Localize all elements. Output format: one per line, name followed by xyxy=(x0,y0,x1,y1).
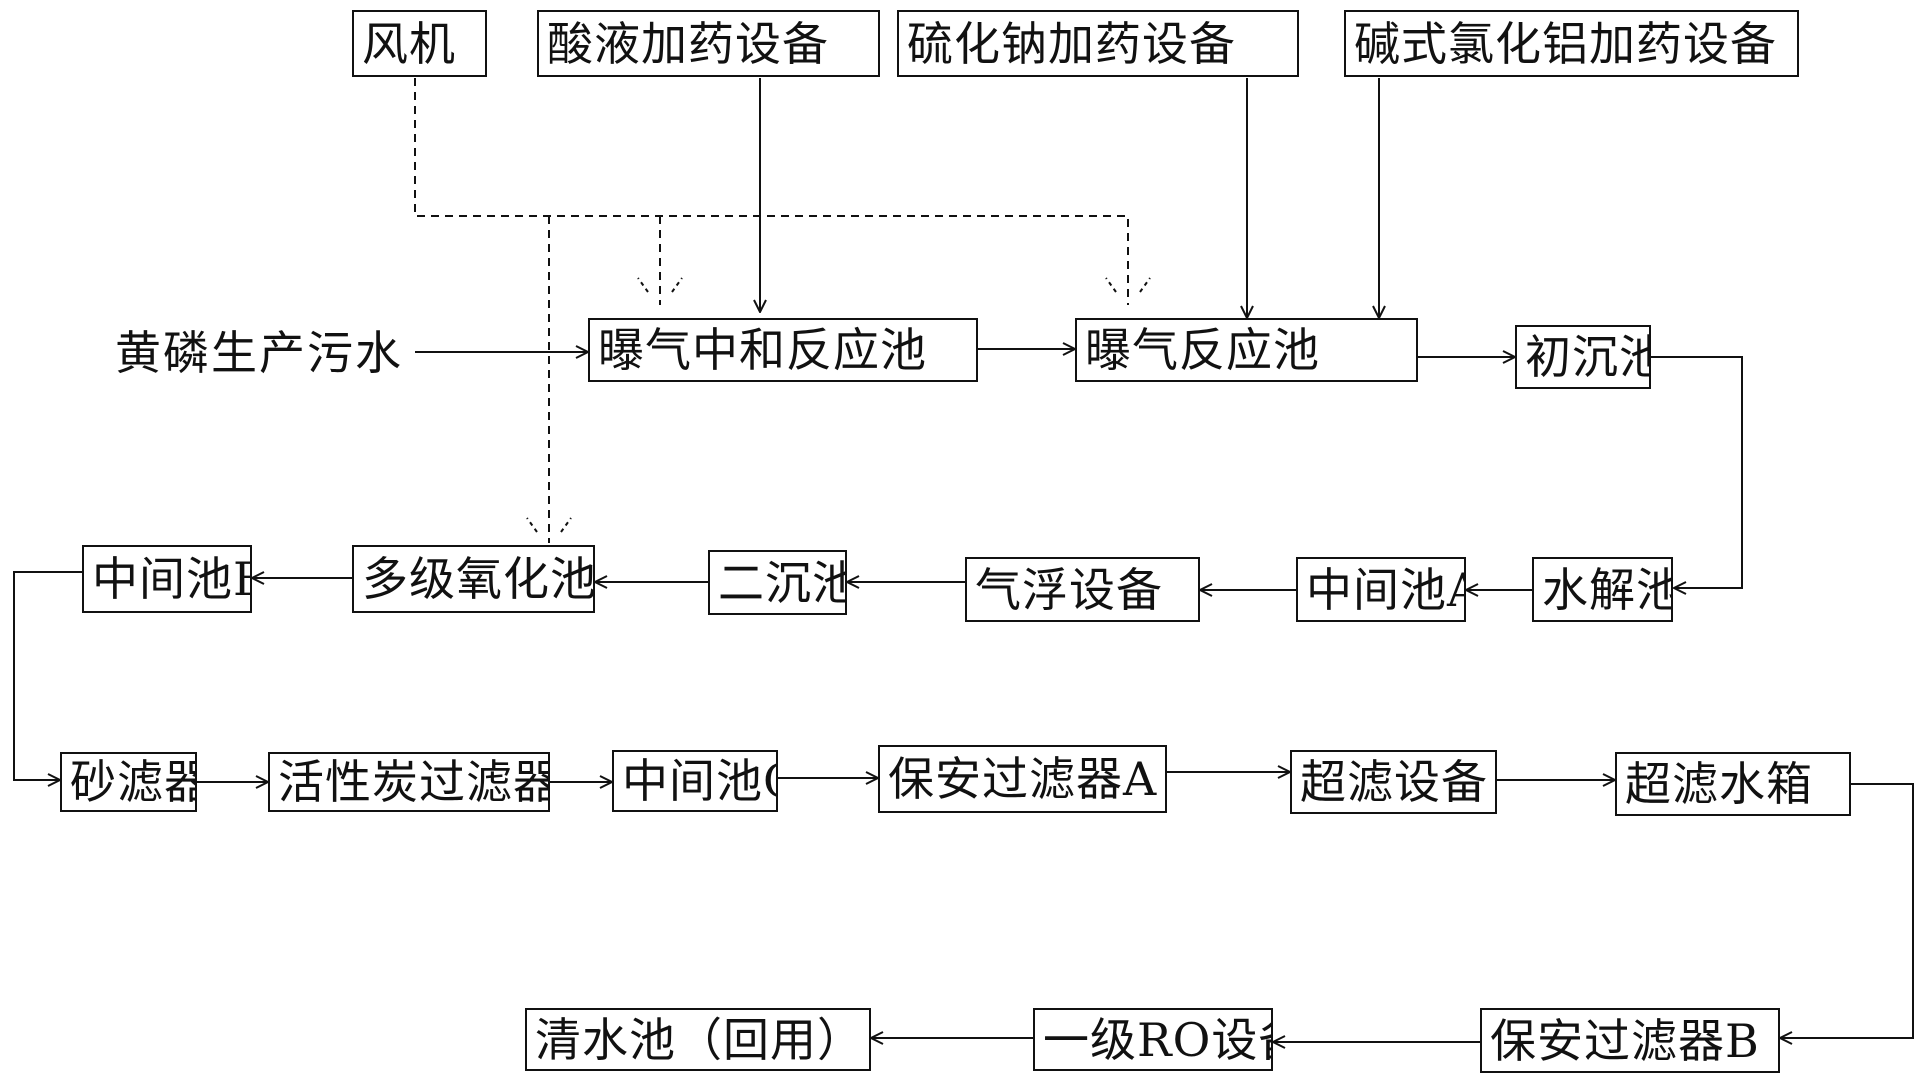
aeration-neutralization-tank-box: 曝气中和反应池 xyxy=(588,318,978,382)
flotation-equipment-box: 气浮设备 xyxy=(965,557,1200,622)
security-filter-a-box: 保安过滤器A xyxy=(878,745,1167,813)
primary-settling-tank-box: 初沉池 xyxy=(1515,325,1651,389)
secondary-settling-tank-box: 二沉池 xyxy=(708,550,847,615)
air-line-main xyxy=(414,78,1129,305)
source-label: 黄磷生产污水 xyxy=(115,326,403,380)
activated-carbon-filter-box: 活性炭过滤器 xyxy=(268,752,550,812)
intermediate-tank-b-box: 中间池B xyxy=(82,545,252,613)
acid-dosing-box: 酸液加药设备 xyxy=(537,10,880,77)
flow-return-2 xyxy=(13,571,82,780)
intermediate-tank-a-box: 中间池A xyxy=(1296,557,1466,622)
clean-water-tank-box: 清水池（回用） xyxy=(525,1008,871,1071)
pac-dosing-box: 碱式氯化铝加药设备 xyxy=(1344,10,1799,77)
ultrafiltration-equipment-box: 超滤设备 xyxy=(1290,750,1497,814)
hydrolysis-tank-box: 水解池 xyxy=(1532,557,1673,622)
sodium-sulfide-dosing-box: 硫化钠加药设备 xyxy=(897,10,1299,77)
security-filter-b-box: 保安过滤器B xyxy=(1480,1008,1780,1073)
aeration-reaction-tank-box: 曝气反应池 xyxy=(1075,318,1418,382)
primary-ro-equipment-box: 一级RO设备 xyxy=(1033,1008,1273,1071)
flow-return-1 xyxy=(1651,356,1743,588)
multistage-oxidation-tank-box: 多级氧化池 xyxy=(352,545,595,613)
flow-return-3 xyxy=(1780,783,1914,1038)
fan-box: 风机 xyxy=(352,10,487,77)
intermediate-tank-c-box: 中间池C xyxy=(612,750,778,812)
ultrafiltration-tank-box: 超滤水箱 xyxy=(1615,752,1851,816)
sand-filter-box: 砂滤器 xyxy=(60,752,197,812)
